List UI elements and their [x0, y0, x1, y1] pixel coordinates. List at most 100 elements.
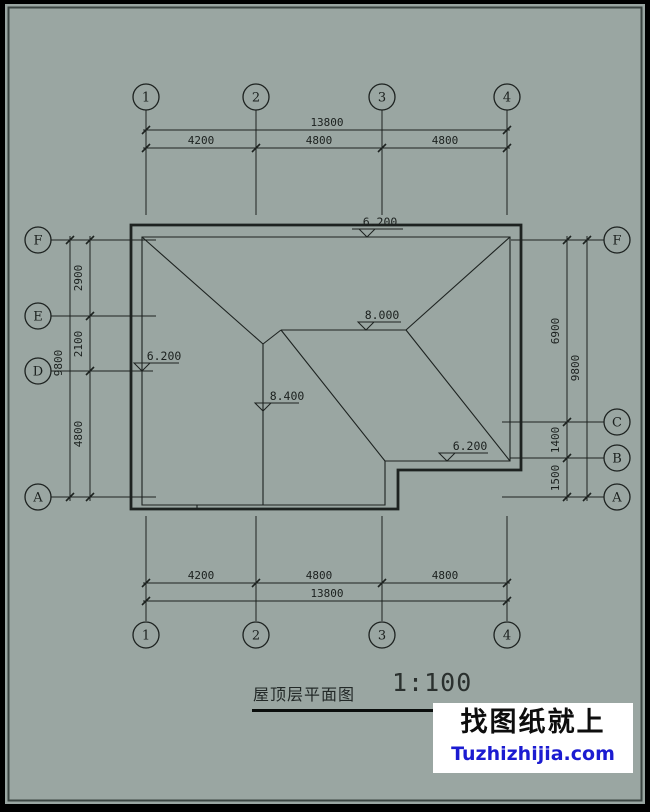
dim-label: 13800 [310, 116, 343, 129]
dim-label: 9800 [569, 355, 582, 382]
axis-label: 4 [503, 91, 511, 106]
dim-tick [562, 492, 572, 502]
dim-tick [562, 453, 572, 463]
dim-tick [377, 578, 387, 588]
dim-tick [141, 143, 151, 153]
dim-label: 4800 [432, 569, 459, 582]
elevation-label: 6.200 [363, 215, 398, 229]
dim-tick [141, 125, 151, 135]
elevation-triangle-icon [437, 452, 457, 462]
axis-label: F [33, 234, 42, 249]
axis-label: 1 [142, 91, 150, 106]
dimension-lines: 13800 4200 4800 4800 4200 4800 4800 13800 9800 29… [52, 116, 592, 606]
dim-tick [65, 492, 75, 502]
dim-label: 1400 [549, 427, 562, 454]
dim-tick [502, 143, 512, 153]
axis-label: C [612, 416, 622, 431]
axis-circle-top-3 [368, 83, 396, 111]
axis-label: 1 [142, 629, 150, 644]
elevation-triangle-icon [356, 321, 376, 331]
dim-tick [85, 492, 95, 502]
elevation-triangle-icon [357, 228, 377, 238]
axis-label: D [33, 365, 43, 380]
roof-plan [129, 223, 523, 511]
axis-label: 2 [252, 91, 260, 106]
watermark: 找图纸就上 Tuzhizhijia.com [433, 703, 633, 773]
watermark-line1: 找图纸就上 [460, 707, 606, 738]
axis-label: A [32, 491, 43, 506]
axis-circle-bottom-1 [132, 621, 160, 649]
dim-label: 4800 [306, 134, 333, 147]
dim-tick [85, 311, 95, 321]
axis-circle-bottom-3 [368, 621, 396, 649]
axis-circle-top-1 [132, 83, 160, 111]
dim-tick [85, 366, 95, 376]
axis-circle-left-F [24, 226, 52, 254]
elevation-label: 8.400 [270, 389, 305, 403]
roof-line [405, 329, 511, 462]
dim-tick [562, 417, 572, 427]
dim-label: 4800 [306, 569, 333, 582]
dim-tick [502, 125, 512, 135]
axis-circle-right-A [603, 483, 631, 511]
dim-tick [582, 492, 592, 502]
inner-frame-line [7, 6, 643, 802]
axis-label: B [612, 452, 622, 467]
axis-circle-right-C [603, 408, 631, 436]
dim-label: 6900 [549, 318, 562, 345]
dim-label: 4800 [432, 134, 459, 147]
dim-tick [582, 235, 592, 245]
dim-label: 1500 [549, 465, 562, 492]
roof-line [262, 329, 282, 345]
axis-circle-top-4 [493, 83, 521, 111]
dim-tick [141, 578, 151, 588]
dim-tick [141, 596, 151, 606]
axis-label: 3 [378, 91, 386, 106]
axis-label: F [612, 234, 621, 249]
dim-tick [502, 596, 512, 606]
axis-label: A [611, 491, 622, 506]
dim-label: 9800 [52, 350, 65, 377]
elevation-label: 8.000 [365, 308, 400, 322]
dim-tick [562, 235, 572, 245]
roof-line [405, 236, 511, 331]
dim-label: 4200 [188, 569, 215, 582]
axis-circle-bottom-4 [493, 621, 521, 649]
dim-label: 4200 [188, 134, 215, 147]
title-underline [252, 709, 444, 712]
dim-label: 13800 [310, 587, 343, 600]
elevation-triangle-icon [132, 362, 152, 372]
axis-label: 2 [252, 629, 260, 644]
dim-tick [65, 235, 75, 245]
plan-scale: 1:100 [392, 668, 473, 697]
plan-title: 屋顶层平面图 [253, 687, 356, 704]
roof-line [141, 236, 264, 345]
dim-tick [85, 235, 95, 245]
elevation-markers: 6.200 8.000 6.200 8.400 6.200 [132, 215, 488, 462]
elevation-label: 6.200 [147, 349, 182, 363]
axis-circle-left-E [24, 302, 52, 330]
watermark-line2: Tuzhizhijia.com [451, 743, 615, 765]
axis-label: 3 [378, 629, 386, 644]
axis-circle-bottom-2 [242, 621, 270, 649]
dim-label: 2100 [72, 331, 85, 358]
dim-label: 4800 [72, 421, 85, 448]
axis-circle-left-D [24, 357, 52, 385]
dim-tick [251, 143, 261, 153]
paper [5, 4, 645, 804]
roof-line [280, 329, 386, 462]
axis-circle-top-2 [242, 83, 270, 111]
elevation-label: 6.200 [453, 439, 488, 453]
elevation-triangle-icon [253, 402, 273, 412]
dim-label: 2900 [72, 265, 85, 292]
dim-tick [502, 578, 512, 588]
dim-tick [251, 578, 261, 588]
roof-outline-outer [129, 223, 523, 511]
axis-circle-right-B [603, 444, 631, 472]
axis-circle-right-F [603, 226, 631, 254]
dim-tick [377, 143, 387, 153]
